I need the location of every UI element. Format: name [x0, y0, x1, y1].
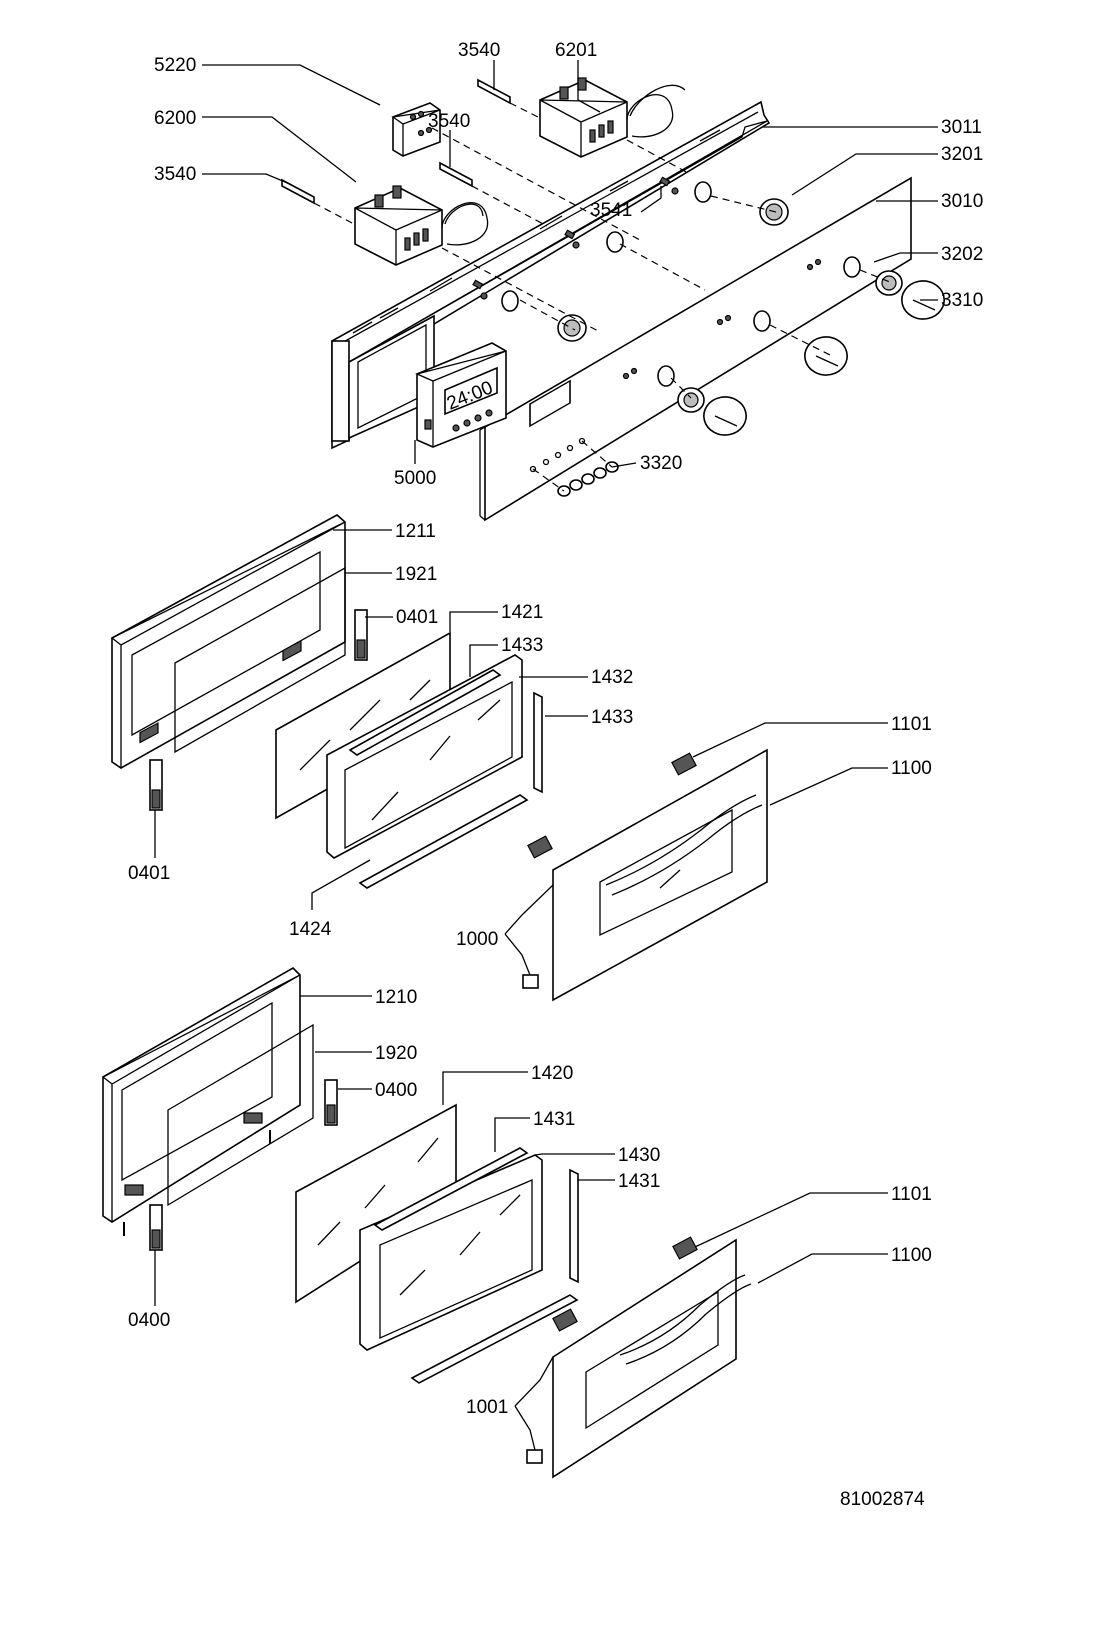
callout-1210: 1210 — [375, 987, 417, 1008]
upper-door-assembly — [110, 514, 768, 1002]
electronic-clock-module: 24:00 — [415, 342, 507, 448]
callout-1431-top: 1431 — [533, 1109, 575, 1130]
panel-screws — [472, 176, 671, 290]
control-panel-assembly: 24:00 — [281, 77, 945, 522]
door-seal-lower — [167, 1023, 314, 1207]
callout-1920: 1920 — [375, 1043, 417, 1064]
door-hooks-upper — [522, 752, 697, 989]
callout-0401-bottom: 0401 — [128, 863, 170, 884]
callout-0401-right: 0401 — [396, 607, 438, 628]
hinges-lower — [123, 1079, 338, 1251]
lower-door-assembly — [101, 967, 752, 1479]
rear-panel-frame — [331, 100, 771, 450]
callout-1101-upper: 1101 — [891, 714, 932, 735]
door-seal-upper — [174, 566, 346, 754]
callout-1430: 1430 — [618, 1145, 660, 1166]
callout-5000: 5000 — [394, 468, 436, 489]
control-knobs — [703, 280, 945, 436]
door-hooks-lower — [526, 1236, 698, 1464]
outer-door-upper — [552, 748, 768, 1002]
callout-3310: 3310 — [941, 290, 983, 311]
callout-1000: 1000 — [456, 929, 498, 950]
callout-1431-side: 1431 — [618, 1171, 660, 1192]
callout-1001: 1001 — [466, 1397, 508, 1418]
callout-6201: 6201 — [555, 40, 597, 61]
callout-3320: 3320 — [640, 453, 682, 474]
knob-left — [703, 396, 747, 436]
callout-3202: 3202 — [941, 244, 983, 265]
callout-5220: 5220 — [154, 55, 196, 76]
callout-1420: 1420 — [531, 1063, 573, 1084]
callout-1433-top: 1433 — [501, 635, 543, 656]
selector-switch-left — [354, 185, 489, 266]
hinges-upper — [149, 609, 368, 811]
thermostat-block — [391, 102, 441, 157]
callout-3540-mid: 3540 — [428, 111, 470, 132]
callout-0400-right: 0400 — [375, 1080, 417, 1101]
knob-middle — [804, 336, 848, 376]
push-buttons — [557, 461, 619, 497]
panel-slots — [352, 129, 721, 334]
callout-1100-upper: 1100 — [891, 758, 932, 779]
drawing-number: 81002874 — [840, 1489, 925, 1510]
callout-6200: 6200 — [154, 108, 196, 129]
callout-1432: 1432 — [591, 667, 633, 688]
callout-1101-lower: 1101 — [891, 1184, 932, 1205]
inner-door-frame-lower — [101, 967, 301, 1223]
callout-1424: 1424 — [289, 919, 332, 940]
selector-switch-right — [539, 77, 686, 158]
callout-3011: 3011 — [941, 117, 982, 138]
outer-door-lower — [552, 1238, 752, 1479]
callout-3540-top: 3540 — [458, 40, 500, 61]
callout-0400-bottom: 0400 — [128, 1310, 170, 1331]
glass-clips-upper — [348, 669, 543, 889]
leader-lines — [154, 60, 938, 1451]
callout-1211: 1211 — [395, 521, 436, 542]
callout-3540-left: 3540 — [154, 164, 196, 185]
callout-3201: 3201 — [941, 144, 983, 165]
callout-1421: 1421 — [501, 602, 543, 623]
callout-1433-side: 1433 — [591, 707, 633, 728]
callout-1100-lower: 1100 — [891, 1245, 932, 1266]
assembly-lines-panel — [313, 102, 891, 492]
front-control-panel — [479, 176, 912, 522]
middle-glass-frame-upper — [326, 654, 523, 859]
callout-3010: 3010 — [941, 191, 983, 212]
callout-3541: 3541 — [590, 200, 632, 221]
callout-labels: 3540 6201 5220 6200 3540 3540 3011 3201 … — [128, 40, 983, 1418]
callout-1921: 1921 — [395, 564, 437, 585]
glass-clips-lower — [373, 1147, 579, 1384]
